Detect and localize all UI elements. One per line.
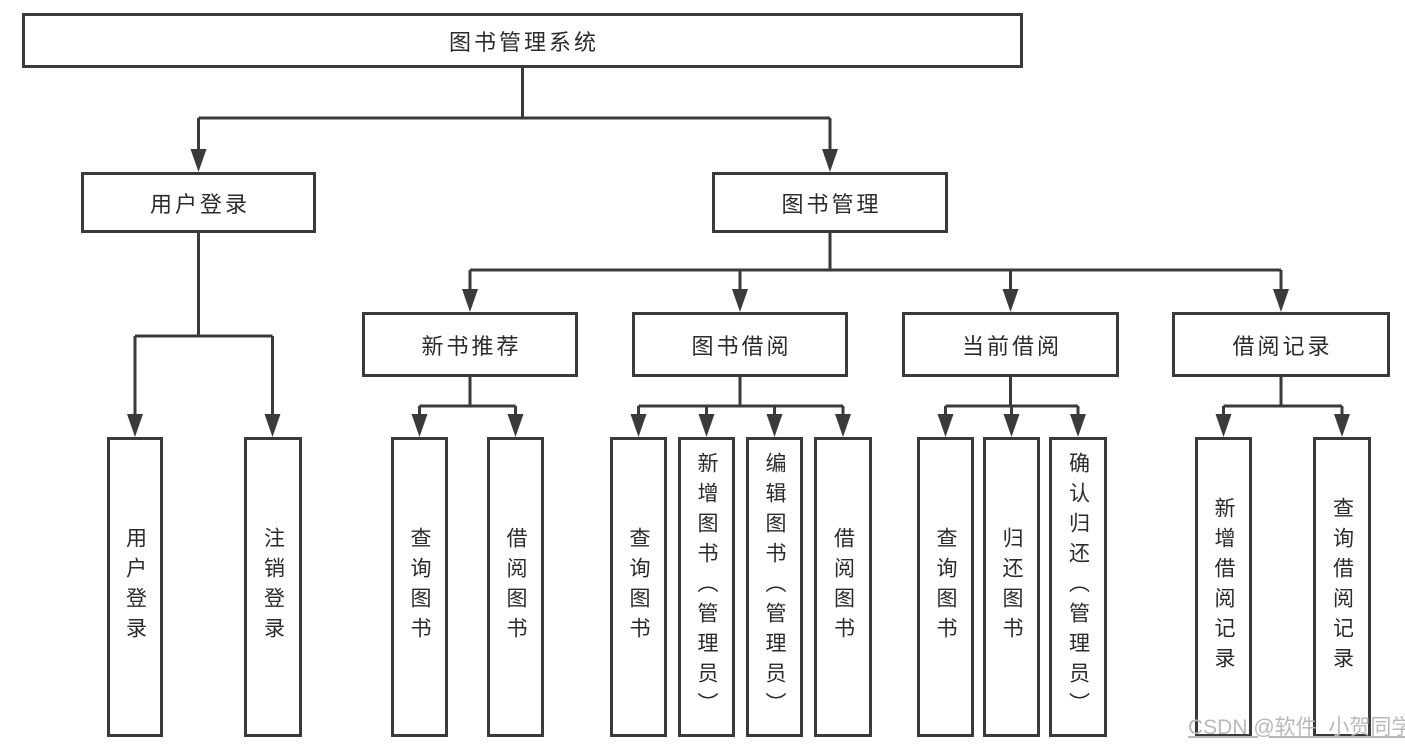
leaf-label-edit-book-admin: 编辑图书（管理员） [763,452,786,722]
leaf-label-borrow-book-recommend: 借阅图书 [504,527,527,647]
node-box-book-management: 图书管理 [712,172,948,233]
node-label-root: 图书管理系统 [448,29,599,55]
arrowheads [127,149,1350,437]
node-box-new-book-recommend: 新书推荐 [362,312,578,377]
leaf-box-query-book-recommend: 查询图书 [391,437,448,737]
node-label-user-login: 用户登录 [149,191,250,217]
leaf-box-borrow-book-recommend: 借阅图书 [487,437,544,737]
leaf-box-borrow-book-borrow: 借阅图书 [814,437,872,737]
leaf-box-query-borrow-record: 查询借阅记录 [1313,437,1371,737]
leaf-label-user-login: 用户登录 [123,527,147,647]
leaf-label-query-book-borrow: 查询图书 [627,527,650,647]
leaf-label-add-borrow-record: 新增借阅记录 [1212,497,1235,677]
node-box-current-borrow: 当前借阅 [902,312,1119,377]
leaf-label-confirm-return-admin: 确认归还（管理员） [1066,452,1090,722]
node-box-book-borrow: 图书借阅 [632,312,848,377]
leaf-label-add-book-admin: 新增图书（管理员） [695,452,718,722]
leaf-box-return-book: 归还图书 [983,437,1040,737]
node-label-borrow-records: 借阅记录 [1232,333,1333,359]
leaf-label-query-book-recommend: 查询图书 [408,527,431,647]
leaf-box-query-book-borrow: 查询图书 [610,437,667,737]
node-label-current-borrow: 当前借阅 [961,333,1062,359]
leaf-label-query-borrow-record: 查询借阅记录 [1330,497,1354,677]
leaf-box-add-borrow-record: 新增借阅记录 [1195,437,1252,737]
node-box-user-login: 用户登录 [81,172,316,233]
leaf-label-query-book-current: 查询图书 [934,527,957,647]
leaf-box-confirm-return-admin: 确认归还（管理员） [1049,437,1107,737]
leaf-box-logout: 注销登录 [244,437,302,737]
leaf-label-return-book: 归还图书 [1000,527,1023,647]
csdn-watermark: CSDN @软件_小贺同学 [1188,716,1405,739]
leaf-box-query-book-current: 查询图书 [917,437,974,737]
leaf-box-add-book-admin: 新增图书（管理员） [678,437,735,737]
leaf-box-edit-book-admin: 编辑图书（管理员） [746,437,803,737]
node-box-borrow-records: 借阅记录 [1172,312,1390,377]
leaf-label-borrow-book-borrow: 借阅图书 [831,527,855,647]
node-label-book-borrow: 图书借阅 [691,333,792,359]
node-box-root: 图书管理系统 [22,13,1023,68]
leaf-label-logout: 注销登录 [261,527,285,647]
node-label-new-book-recommend: 新书推荐 [421,333,522,359]
leaf-box-user-login: 用户登录 [107,437,163,737]
node-label-book-management: 图书管理 [781,191,882,217]
